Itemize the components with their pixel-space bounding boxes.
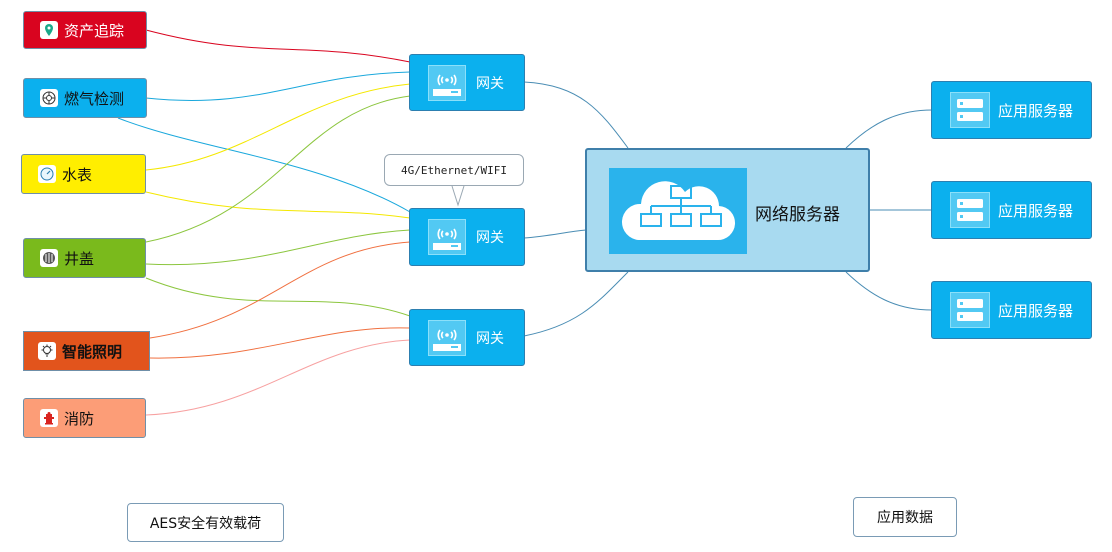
gateway-1[interactable]: 网关 [409,54,525,111]
light-bulb-icon [38,342,56,360]
device-label: 消防 [64,409,95,428]
app-server-label: 应用服务器 [998,101,1074,120]
gateway-label: 网关 [476,330,504,347]
water-meter-icon [38,165,56,183]
location-pin-icon [40,21,58,39]
connectivity-callout: 4G/Ethernet/WIFI [384,154,524,186]
device-gas-detection[interactable]: 燃气检测 [23,78,147,118]
device-asset-tracking[interactable]: 资产追踪 [23,11,147,49]
app-server-label: 应用服务器 [998,301,1074,320]
server-rack-icon [950,292,990,328]
gateway-3[interactable]: 网关 [409,309,525,366]
device-label: 井盖 [64,249,95,268]
wire-asset-gw1 [145,29,411,63]
device-manhole-cover[interactable]: 井盖 [23,238,146,278]
wifi-router-icon [428,64,466,101]
wire-lighting-gw2 [149,241,411,339]
cloud-network-icon [609,168,747,254]
callout-tail [451,185,465,207]
application-data-tag: 应用数据 [853,497,957,537]
gateway-2[interactable]: 网关 [409,208,525,266]
network-server[interactable]: 网络服务器 [585,148,870,272]
device-water-meter[interactable]: 水表 [21,154,146,194]
wire-fire-gw3 [145,339,411,416]
device-label: 资产追踪 [64,21,125,40]
wire-server-app1 [845,109,933,149]
device-fire-protection[interactable]: 消防 [23,398,146,438]
device-label: 智能照明 [62,342,123,361]
app-server-2[interactable]: 应用服务器 [931,181,1092,239]
gas-sensor-icon [40,89,58,107]
server-rack-icon [950,92,990,128]
wire-water-gw2 [145,191,411,219]
wire-water-gw1 [145,83,411,171]
app-server-1[interactable]: 应用服务器 [931,81,1092,139]
wire-gw1-server [523,81,629,149]
wire-manhole-gw3 [145,277,411,317]
wire-gw2-server [523,229,587,239]
device-label: 水表 [62,165,93,184]
wire-gas-gw1 [145,71,411,101]
wifi-router-icon [428,219,466,255]
app-server-label: 应用服务器 [998,201,1074,220]
device-label: 燃气检测 [64,89,125,108]
aes-payload-tag: AES安全有效载荷 [127,503,284,542]
device-smart-lighting[interactable]: 智能照明 [23,331,150,371]
wire-gw3-server [523,271,629,337]
wire-gas-gw2 [117,117,411,213]
gateway-label: 网关 [476,75,504,92]
gateway-label: 网关 [476,230,504,246]
network-server-label: 网络服务器 [755,205,840,225]
manhole-cover-icon [40,249,58,267]
wire-manhole-gw1 [145,95,411,243]
app-server-3[interactable]: 应用服务器 [931,281,1092,339]
server-rack-icon [950,192,990,228]
wifi-router-icon [428,319,466,356]
wire-server-app3 [845,271,933,311]
fire-hydrant-icon [40,409,58,427]
wire-manhole-gw2 [145,229,411,266]
wire-lighting-gw3 [149,327,411,359]
